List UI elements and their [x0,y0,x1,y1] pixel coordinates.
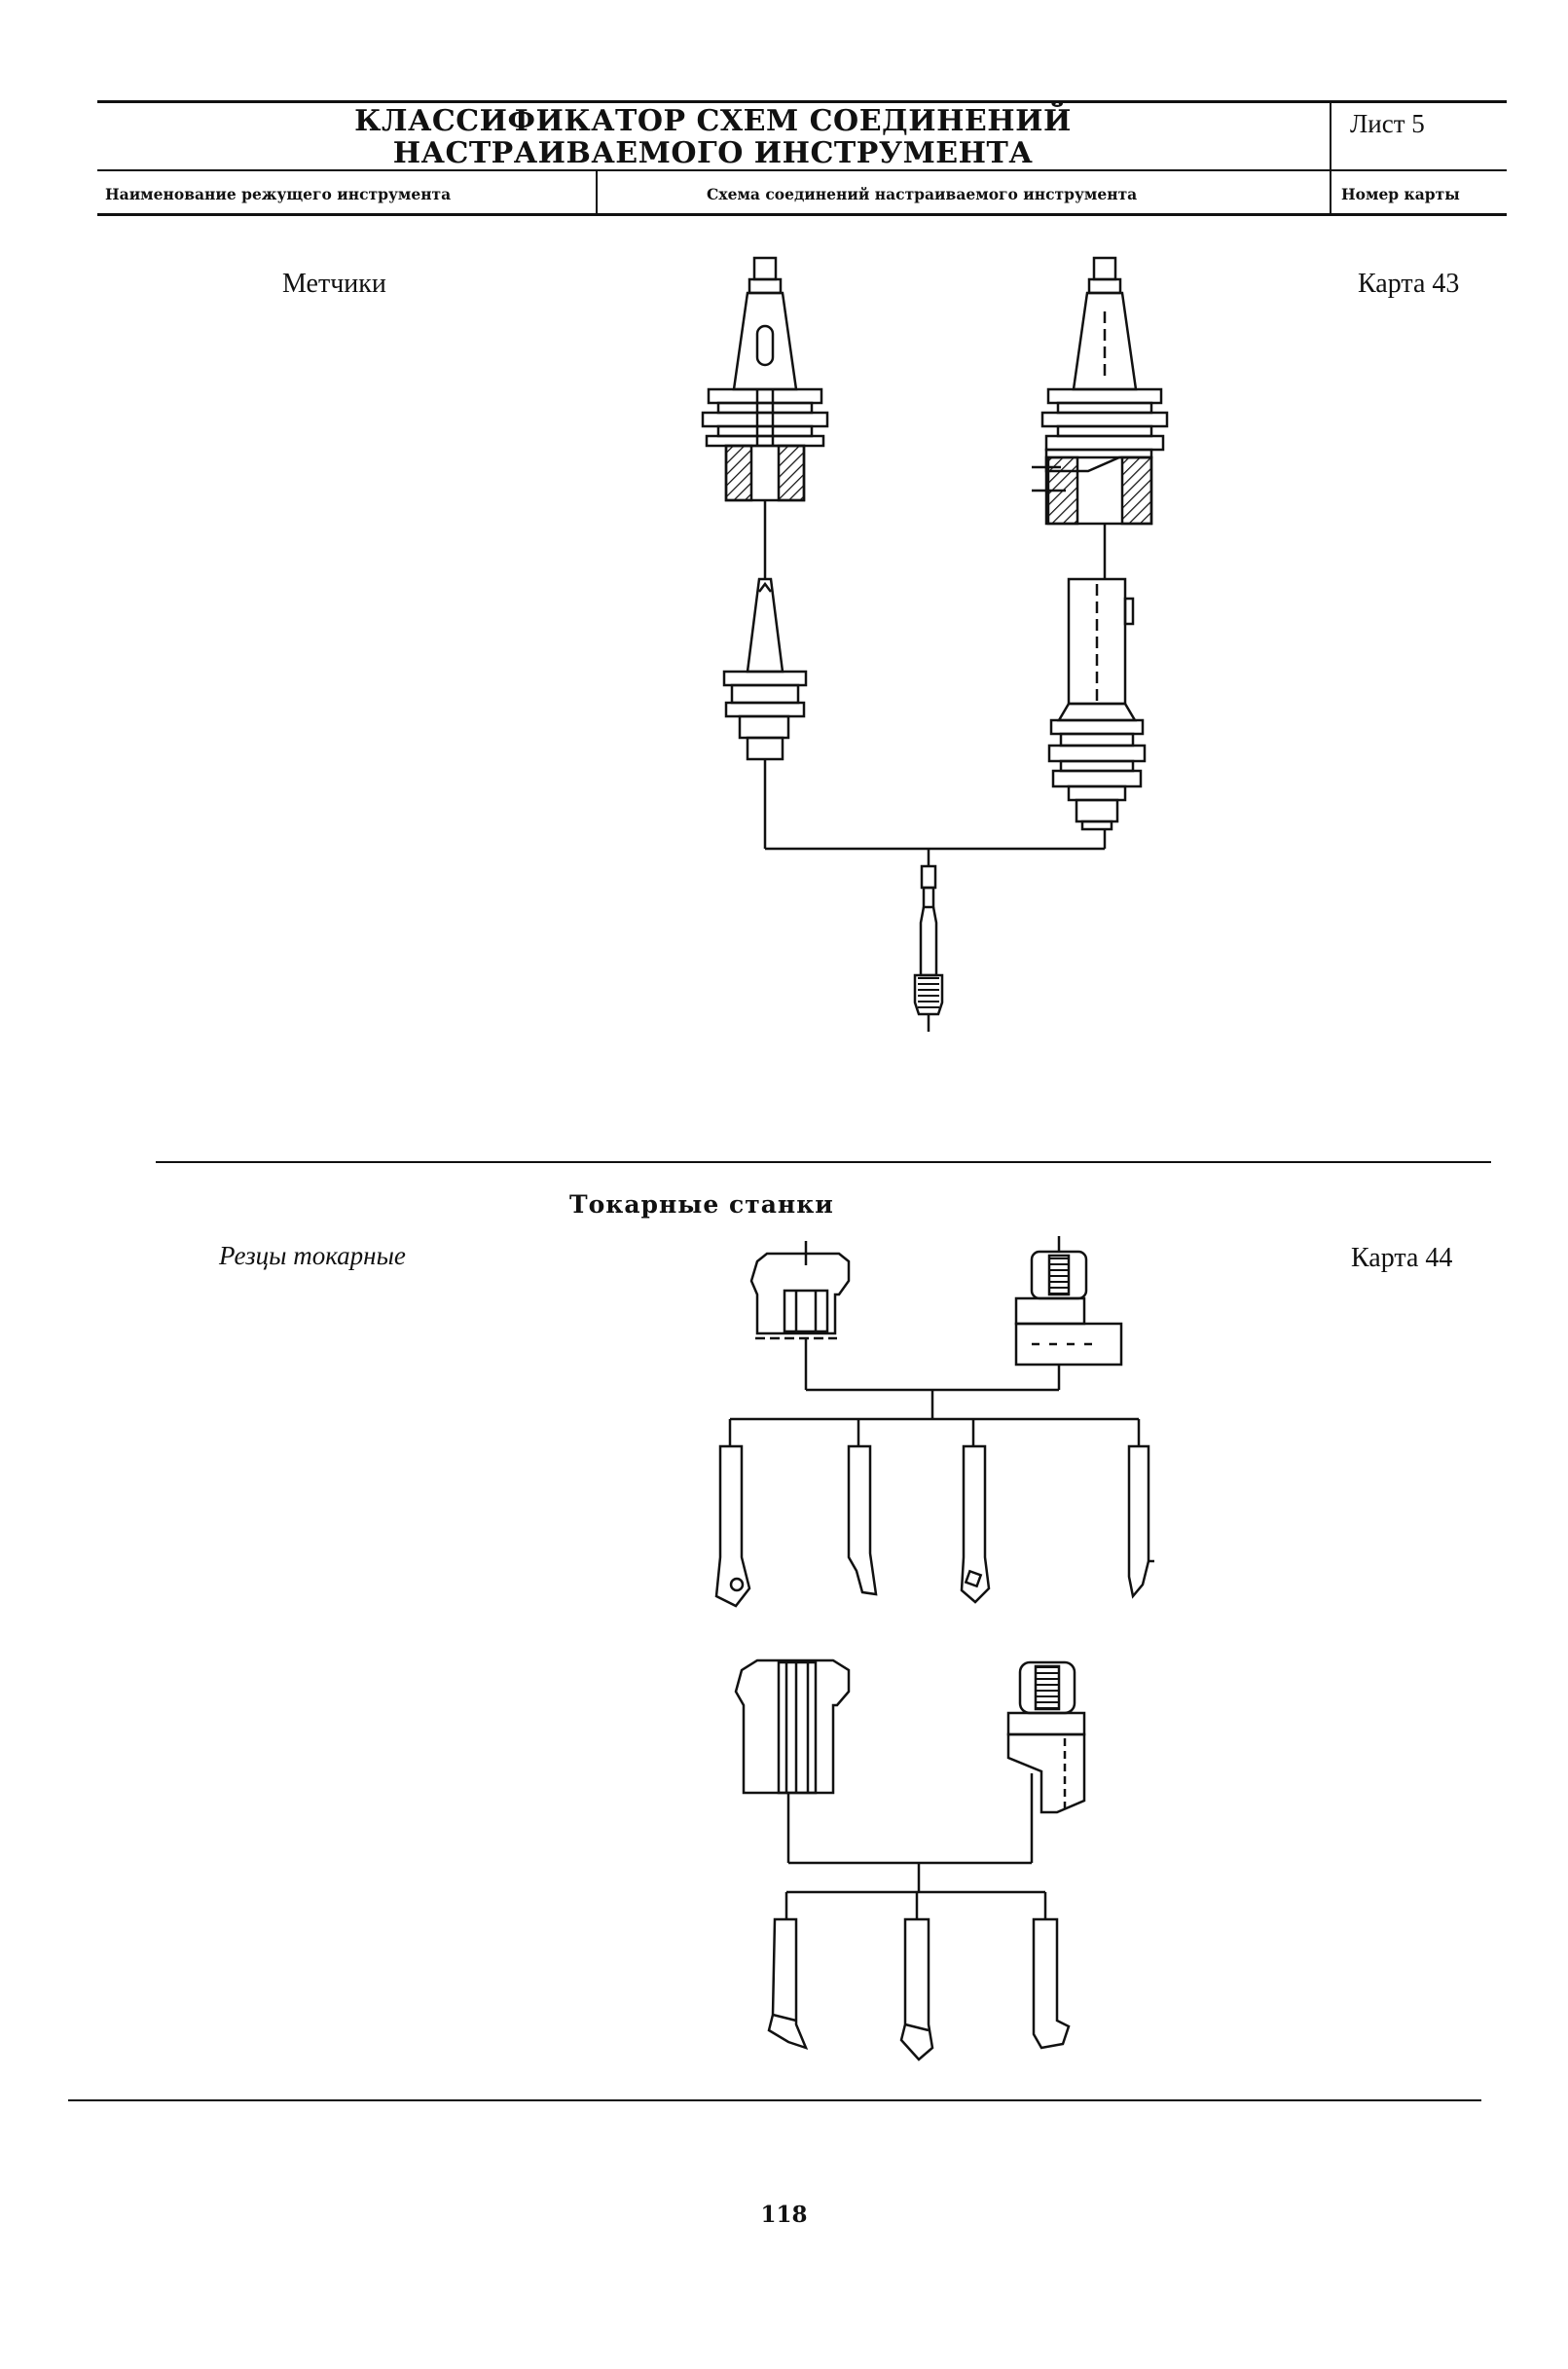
turning-cutter-4 [1127,1444,1154,1599]
section-divider [156,1161,1491,1163]
sheet-number: Лист 5 [1350,109,1425,138]
section-title-lathes: Токарные станки [569,1190,834,1219]
left-cutter-holder-1 [749,1241,851,1390]
column-header-tool-name: Наименование режущего инструмента [105,185,452,203]
left-tap-adapter [722,577,808,761]
left-cutter-holder-2 [734,1658,851,1863]
turning-cutter-3 [960,1444,991,1604]
card-number-43: Карта 43 [1358,269,1460,299]
tap-tool [913,864,944,1032]
title-line-2: НАСТРАИВАЕМОГО ИНСТРУМЕНТА [392,136,1034,170]
classifier-title: КЛАССИФИКАТОР СХЕМ СОЕДИНЕНИЙ НАСТРАИВАЕ… [97,105,1329,169]
tool-name-taps: Метчики [282,269,386,299]
header-mid-rule [97,169,1507,171]
page-number: 118 [760,2202,808,2228]
column-header-card-number: Номер карты [1341,185,1460,203]
header-divider-right [1330,100,1331,215]
card-number-44: Карта 44 [1351,1243,1453,1273]
bottom-rule [68,2099,1481,2101]
turning-cutter-7 [1032,1917,1071,2050]
turning-cutter-6 [899,1917,934,2061]
tool-name-turning-cutters: Резцы токарные [219,1241,406,1270]
right-tapping-chuck [1047,577,1147,831]
left-taper-holder [701,256,829,579]
header-bottom-rule [97,213,1507,216]
right-taper-holder [1032,256,1169,579]
turning-cutter-1 [714,1444,751,1608]
right-cutter-holder-1 [1014,1236,1123,1390]
right-cutter-holder-2 [1006,1660,1086,1863]
turning-cutter-2 [847,1444,878,1596]
turning-cutter-5 [767,1917,809,2051]
title-line-1: КЛАССИФИКАТОР СХЕМ СОЕДИНЕНИЙ [354,104,1072,138]
column-header-scheme: Схема соединений настраиваемого инструме… [707,185,1138,203]
header-divider-left [596,170,598,215]
header-top-rule [97,100,1507,103]
